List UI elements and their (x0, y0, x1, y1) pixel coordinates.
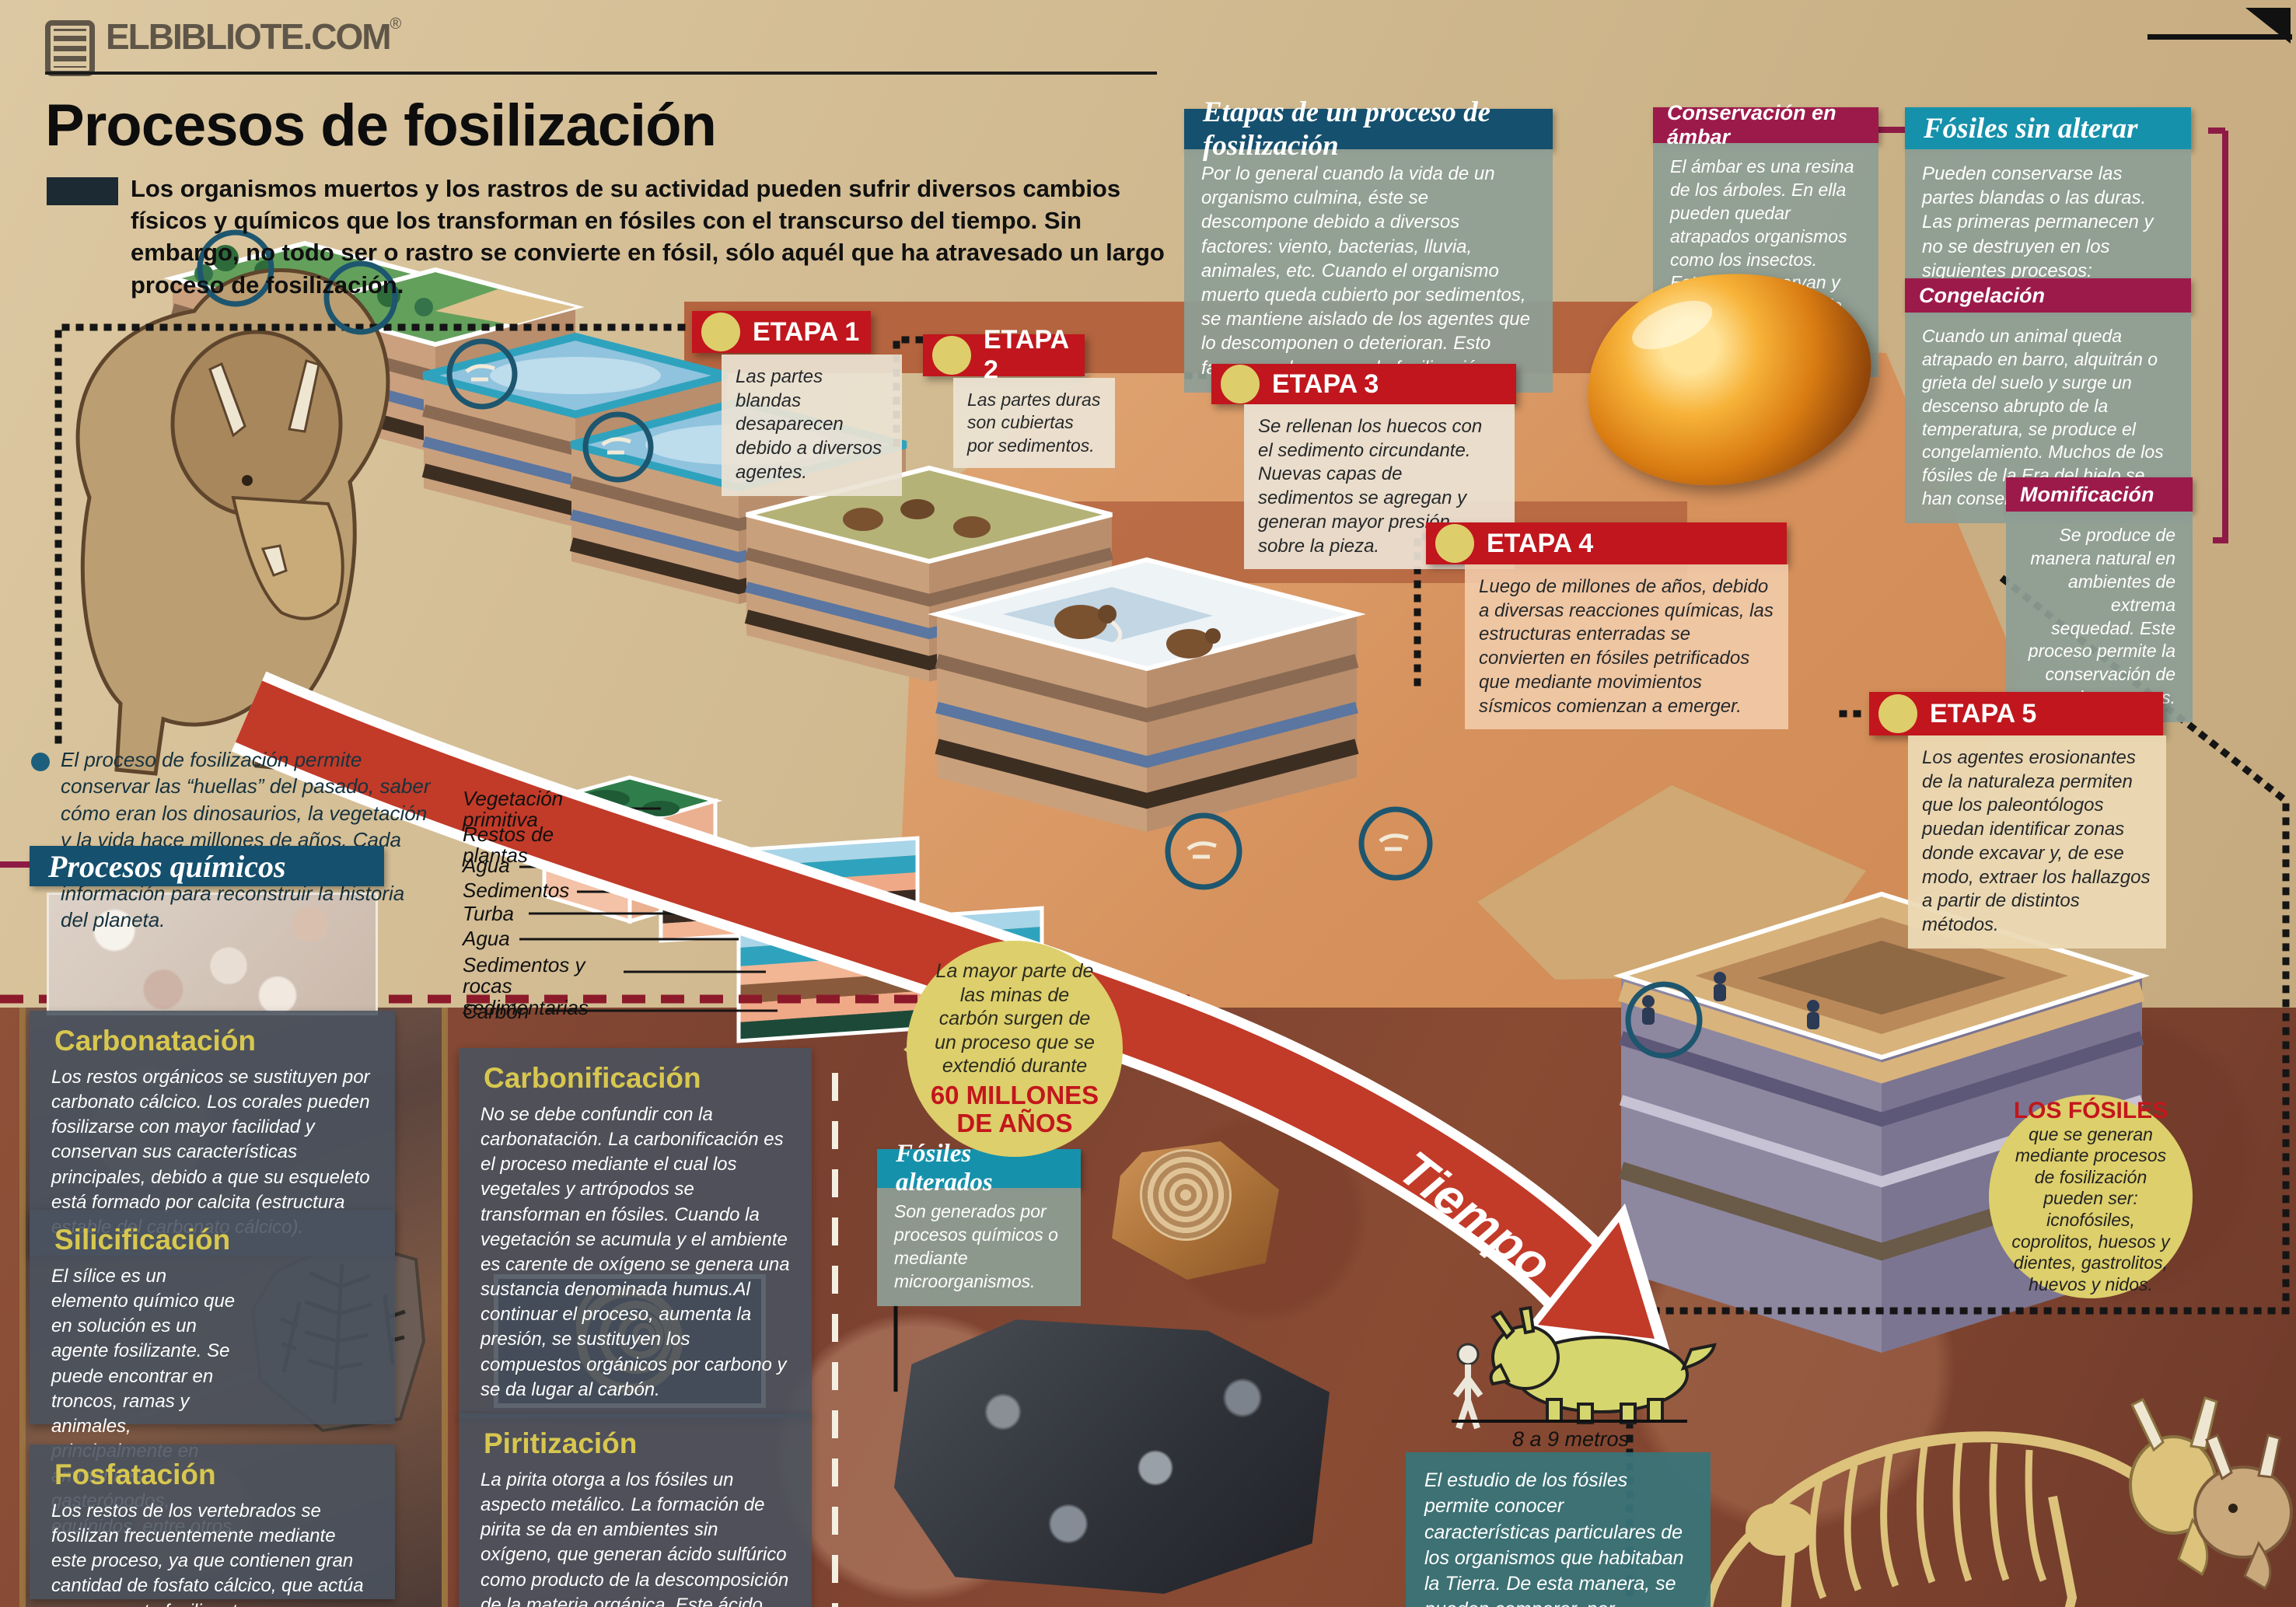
sin-alterar-panel-body: Pueden conservarse las partes blandas o … (1905, 149, 2191, 295)
layer-label-carbon: Carbón (463, 1000, 529, 1023)
stage-2-dot-icon (932, 336, 971, 375)
carbonificacion-section: Carbonificación No se debe confundir con… (459, 1048, 812, 1418)
header-rule (45, 72, 1157, 75)
estudio-box: El estudio de los fósiles permite conoce… (1406, 1452, 1711, 1607)
site-logo: ELBIBLIOTE.COM® (45, 16, 401, 76)
triceratops-illustration (75, 268, 390, 776)
page-title: Procesos de fosilización (45, 93, 717, 159)
procesos-quimicos-banner: Procesos químicos (30, 846, 384, 886)
intro-swatch (47, 177, 118, 205)
white-dashed-divider (832, 1073, 838, 1607)
fosfatacion-text: Los restos de los vertebrados se fosiliz… (51, 1500, 364, 1607)
corner-bar (2147, 34, 2292, 40)
piritizacion-title: Piritización (484, 1427, 638, 1459)
fosiles-callout-body: que se generan mediante procesos de fosi… (2011, 1123, 2170, 1294)
ambar-panel-title: Conservación en ámbar (1653, 101, 1878, 148)
intro-paragraph: Los organismos muertos y los rastros de … (47, 173, 1182, 301)
alterados-panel-body: Son generados por procesos químicos o me… (877, 1188, 1081, 1306)
etapas-panel-body: Por lo general cuando la vida de un orga… (1184, 149, 1553, 393)
stage-2-text: Las partes duras son cubiertas por sedim… (953, 378, 1115, 469)
silicificacion-section: Silicificación El sílice es un elemento … (30, 1210, 395, 1537)
layer-label-agua-2: Agua (463, 927, 510, 950)
coal-callout-text: La mayor parte de las minas de carbón su… (935, 960, 1095, 1078)
sin-alterar-panel-title: Fósiles sin alterar (1905, 107, 2191, 149)
momificacion-panel: Momificación Se produce de manera natura… (2006, 477, 2193, 723)
stage-3-badge: ETAPA 3 (1211, 364, 1516, 404)
fosiles-callout-title: LOS FÓSILES (2013, 1097, 2168, 1123)
fossilization-note: El proceso de fosilización permite conse… (31, 746, 435, 933)
carbonificacion-text: No se debe confundir con la carbonatació… (481, 1104, 790, 1400)
layer-label-sedimentos: Sedimentos (463, 879, 570, 902)
stage-4-text: Luego de millones de años, debido a dive… (1465, 564, 1788, 730)
stage-1-badge: ETAPA 1 (692, 311, 871, 353)
congelacion-panel-title: Congelación (1905, 278, 2191, 313)
layer-label-turba: Turba (463, 902, 514, 925)
layer-label-agua-1: Agua (463, 854, 510, 877)
momificacion-panel-body: Se produce de manera natural en ambiente… (2006, 512, 2193, 723)
stage-3-label: ETAPA 3 (1272, 369, 1379, 399)
book-icon (45, 20, 95, 76)
stage-4-badge: ETAPA 4 (1426, 522, 1787, 564)
alterados-panel-title: Fósiles alterados (877, 1140, 1081, 1197)
momificacion-panel-title: Momificación (2006, 477, 2193, 512)
terrain-block-3 (421, 332, 729, 527)
stage-5-dot-icon (1878, 694, 1917, 733)
stage-5-label: ETAPA 5 (1930, 698, 2037, 728)
stage-1-text: Las partes blandas desaparecen debido a … (722, 355, 902, 496)
etapas-panel-title: Etapas de un proceso de fosilización (1184, 96, 1553, 162)
silicificacion-title: Silicificación (54, 1224, 231, 1256)
note-text: El proceso de fosilización permite conse… (61, 748, 431, 931)
scale-label: 8 a 9 metros (1511, 1427, 1630, 1451)
carbonatacion-title: Carbonatación (54, 1025, 257, 1057)
stage-3-dot-icon (1221, 365, 1260, 403)
fosfatacion-title: Fosfatación (54, 1459, 216, 1490)
carbonificacion-title: Carbonificación (484, 1062, 701, 1094)
sin-alterar-panel: Fósiles sin alterar Pueden conservarse l… (1905, 107, 2191, 295)
stage-5-text: Los agentes erosionantes de la naturalez… (1908, 735, 2166, 948)
incrustations-slab-photo (894, 1319, 1330, 1594)
piritizacion-section: Piritización La pirita otorga a los fósi… (459, 1413, 812, 1607)
stage-4-dot-icon (1435, 524, 1474, 563)
coal-callout-highlight: 60 MILLONES DE AÑOS (930, 1080, 1099, 1138)
fosfatacion-section: Fosfatación Los restos de los vertebrado… (30, 1445, 395, 1607)
logo-text: ELBIBLIOTE.COM (106, 16, 392, 57)
crimson-stub-line (0, 861, 30, 868)
alterados-panel: Fósiles alterados Son generados por proc… (877, 1140, 1081, 1306)
stage-5-badge: ETAPA 5 (1869, 692, 2163, 735)
etapas-panel: Etapas de un proceso de fosilización Por… (1184, 96, 1553, 393)
stage-4-label: ETAPA 4 (1487, 528, 1594, 558)
fosiles-callout: LOS FÓSILES que se generan mediante proc… (1989, 1095, 2193, 1298)
stage-2-label: ETAPA 2 (984, 325, 1068, 385)
stage-1-dot-icon (701, 313, 740, 351)
coal-callout: La mayor parte de las minas de carbón su… (903, 941, 1123, 1157)
piritizacion-text: La pirita otorga a los fósiles un aspect… (481, 1469, 789, 1607)
stage-2-badge: ETAPA 2 (923, 325, 1085, 385)
stage-1-label: ETAPA 1 (753, 316, 860, 347)
mold-ammonite-icon (1140, 1149, 1232, 1241)
intro-text: Los organismos muertos y los rastros de … (131, 175, 1165, 299)
registered-mark: ® (390, 16, 402, 33)
bullet-icon (31, 753, 50, 771)
